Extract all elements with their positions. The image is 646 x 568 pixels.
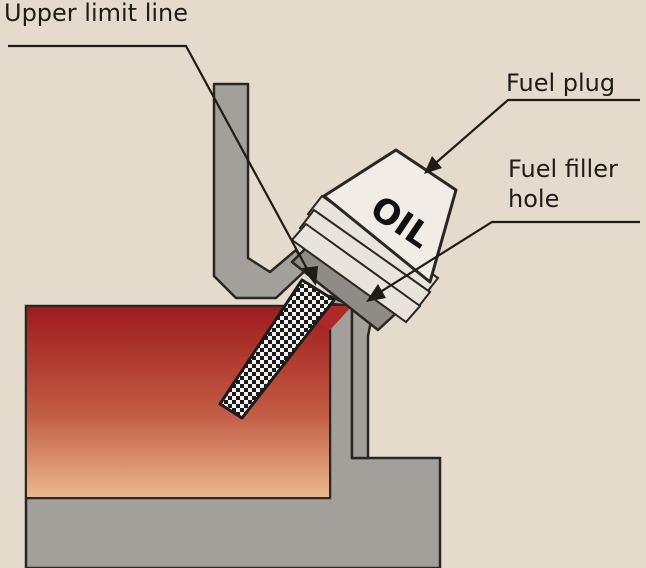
arrowhead-upper-limit xyxy=(302,266,318,286)
fuel-plug-body xyxy=(322,148,458,284)
label-fuel-filler-hole-line1: Fuel filler xyxy=(508,155,618,183)
arrowhead-fuel-plug xyxy=(424,156,442,174)
plug-threads xyxy=(290,194,440,324)
leader-filler-hole xyxy=(373,220,640,297)
label-upper-limit-line: Upper limit line xyxy=(4,0,189,27)
leader-upper-limit xyxy=(8,44,313,279)
leader-fuel-plug xyxy=(429,98,640,169)
breather-pipe xyxy=(212,82,310,300)
label-fuel-filler-hole-line2: hole xyxy=(508,185,560,213)
label-fuel-plug: Fuel plug xyxy=(506,69,616,97)
leader-lines xyxy=(8,44,640,297)
filler-neck-wall xyxy=(294,294,374,460)
arrowhead-filler-hole xyxy=(366,284,386,302)
dipstick-gauge xyxy=(218,278,336,420)
arrowheads xyxy=(302,156,442,302)
